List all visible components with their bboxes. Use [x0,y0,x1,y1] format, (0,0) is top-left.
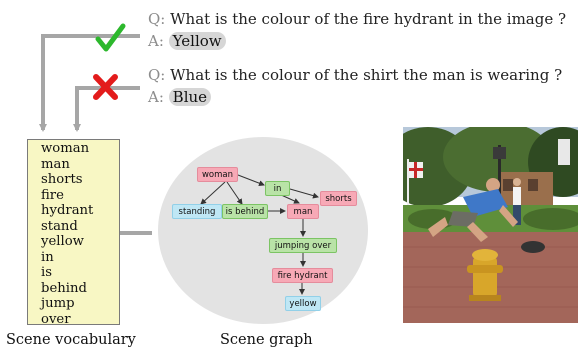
vocab-word: is [41,265,52,280]
photo-illustration [403,127,578,323]
answer-line: A: Yellow [148,30,566,52]
vocab-word: in [41,249,54,265]
a-prefix: A: [148,88,164,106]
qa1-to-vocab-arrow [39,34,140,132]
vocab-word: man [41,156,70,172]
q-prefix: Q: [148,66,166,84]
graph-node-yellow: yellow [285,296,321,311]
qa-item-1: Q: What is the colour of the fire hydran… [148,8,566,52]
q-prefix: Q: [148,10,166,28]
vocab-word: behind [41,280,87,296]
vocab-word: woman [41,141,90,156]
vocab-word: hydrant [41,203,94,218]
graph-node-shorts: shorts [320,191,357,206]
graph-node-man: man [287,204,319,219]
caption-scene-vocabulary: Scene vocabulary [6,332,136,348]
vocab-word: stand [41,218,78,234]
scene-vocabulary-box: woman man shorts fire hydrant stand yell… [27,139,120,327]
answer-text: Yellow [168,32,226,50]
graph-node-jumping-over: jumping over [269,238,337,253]
vocab-word: over [41,311,71,327]
a-prefix: A: [148,32,164,50]
scene-photo [403,127,578,323]
graph-node-is-behind: is behind [222,204,268,219]
qa-item-2: Q: What is the colour of the shirt the m… [148,64,562,108]
graph-node-woman: woman [197,167,238,182]
check-icon [95,23,126,52]
question-line: Q: What is the colour of the fire hydran… [148,8,566,30]
answer-text: Blue [168,88,212,106]
cross-icon [93,74,118,100]
scene-graph-background [158,137,368,324]
graph-node-in: in [265,181,290,196]
vocab-word: yellow [41,234,84,249]
caption-scene-graph: Scene graph [220,332,313,348]
graph-node-fire-hydrant: fire hydrant [272,268,333,283]
vocab-word: jump [41,296,75,311]
vocab-word: fire [41,187,64,203]
question-text: What is the colour of the shirt the man … [170,66,563,84]
question-line: Q: What is the colour of the shirt the m… [148,64,562,86]
graph-node-standing: standing [172,204,222,219]
vocab-word: shorts [41,172,83,187]
question-text: What is the colour of the fire hydrant i… [170,10,567,28]
qa2-to-vocab-arrow [73,86,140,132]
answer-line: A: Blue [148,86,562,108]
